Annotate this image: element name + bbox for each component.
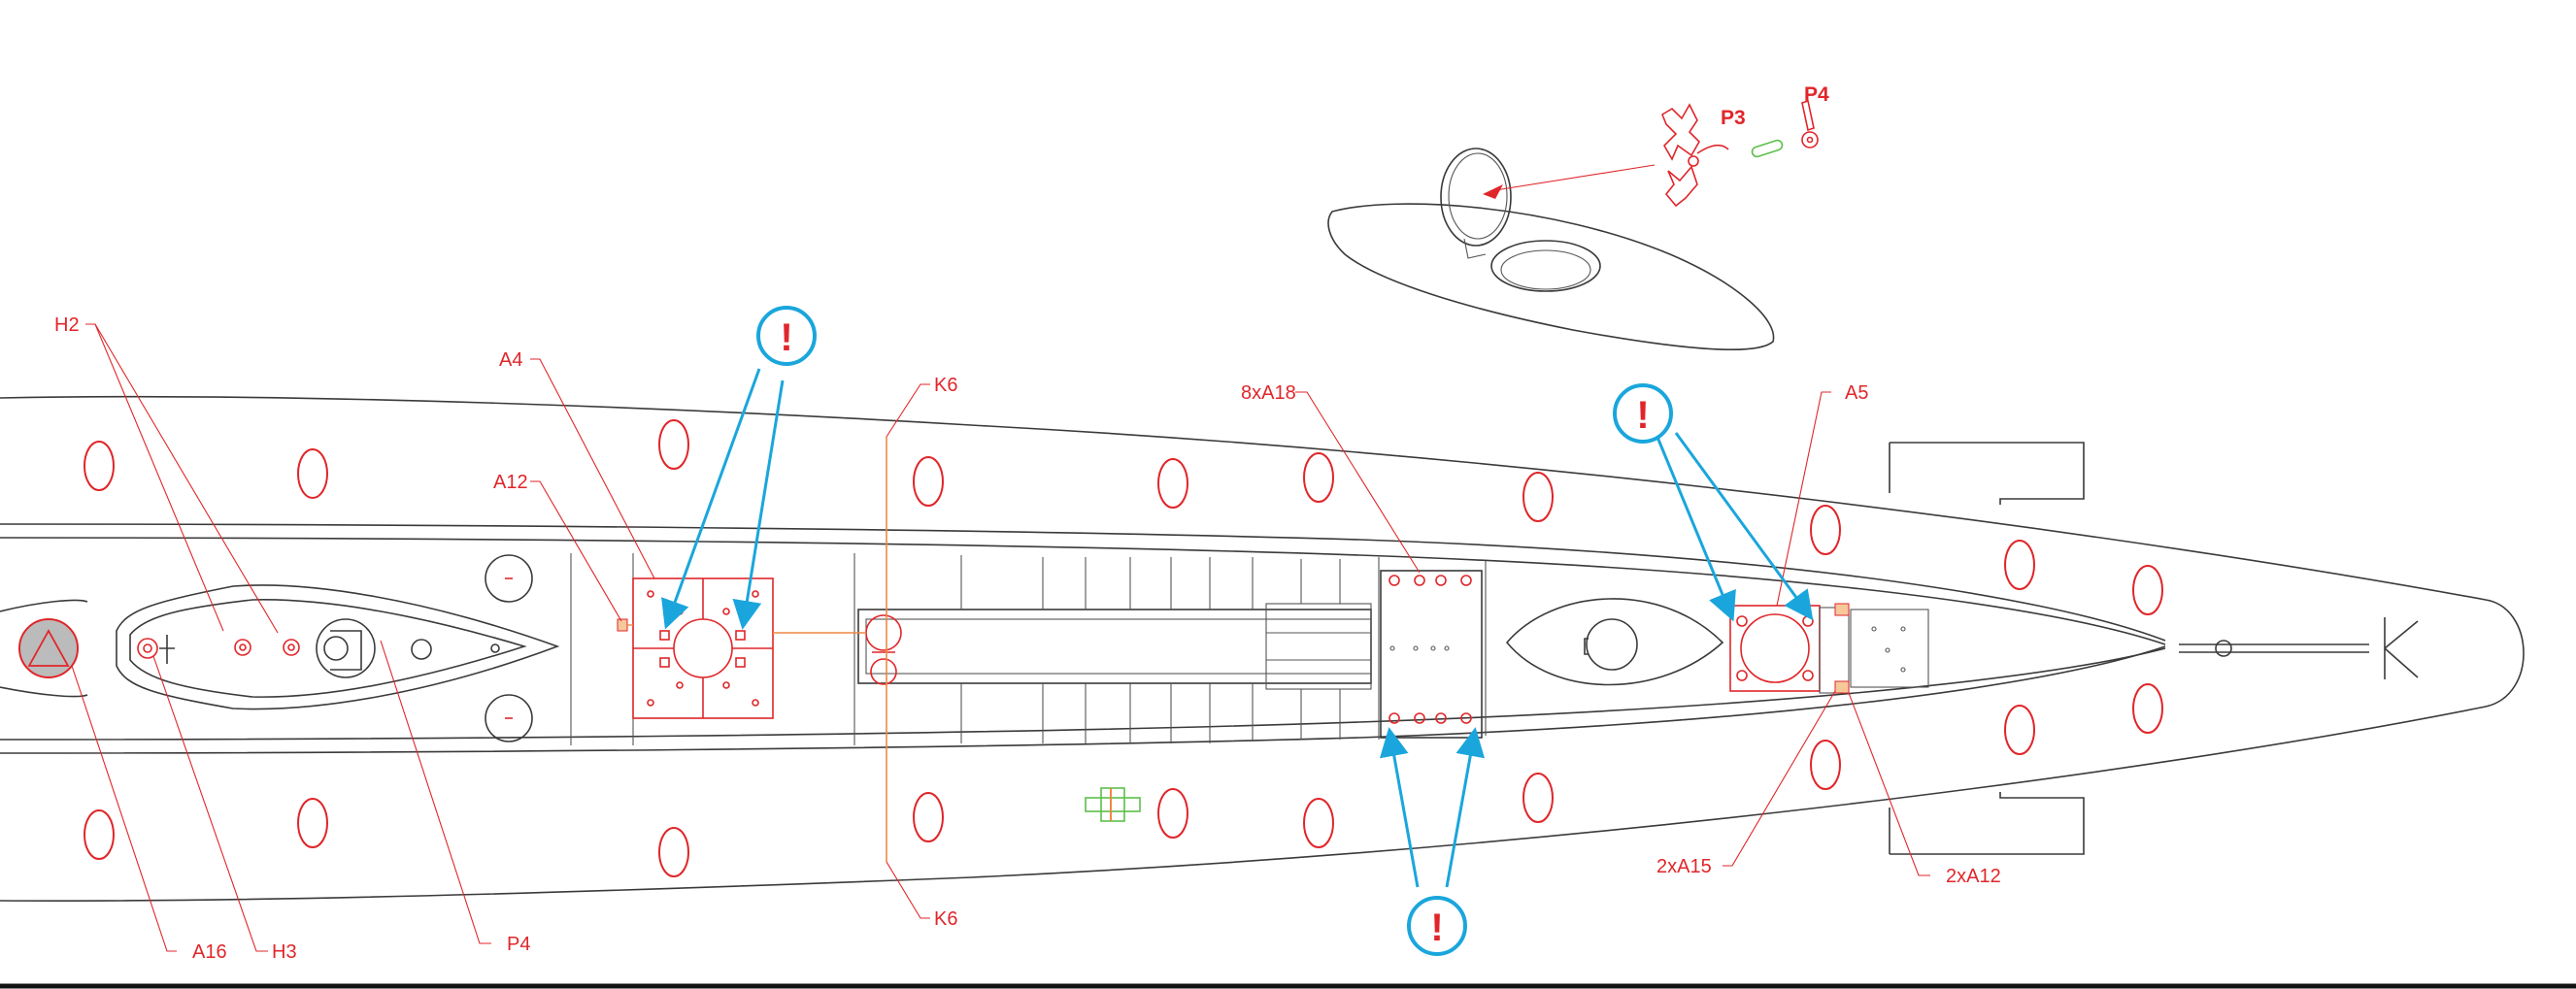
part-p4-pin [1801, 99, 1819, 148]
label-p4-bottom: P4 [507, 934, 530, 955]
hull-portholes [84, 419, 2163, 877]
label-p4-top: P4 [1804, 83, 1829, 106]
bow-sensor [0, 599, 88, 698]
warning-icon-1: ! [756, 306, 817, 366]
label-a16: A16 [192, 941, 227, 963]
forward-deck-island [116, 584, 560, 710]
label-h2: H2 [54, 314, 80, 336]
label-2xa12: 2xA12 [1946, 866, 2001, 887]
warning-arrows [661, 368, 1814, 888]
warning-icon-2: ! [1613, 383, 1673, 444]
warning-icon-3: ! [1407, 896, 1467, 956]
side-round-hatches [485, 554, 533, 742]
part-green-bracket [1085, 787, 1141, 822]
label-k6-bottom: K6 [934, 908, 957, 930]
part-a5-hatch-frame [1729, 603, 1929, 694]
central-rail [773, 555, 1372, 743]
label-k6-top: K6 [934, 375, 957, 396]
label-a5: A5 [1845, 382, 1868, 404]
hatch-lid-detail [1327, 148, 1775, 350]
part-p3-clip [1661, 103, 1729, 208]
warning-symbol: ! [1636, 394, 1649, 437]
label-a12: A12 [493, 472, 528, 493]
label-h3: H3 [272, 941, 297, 963]
part-a4-mount-plate [617, 577, 774, 719]
part-a18-plate [1380, 570, 1483, 739]
warning-symbol: ! [1430, 907, 1443, 949]
label-a4: A4 [499, 349, 522, 371]
label-p3: P3 [1721, 107, 1746, 129]
label-2xa15: 2xA15 [1656, 856, 1712, 877]
warning-symbol: ! [780, 316, 792, 359]
main-hatch-ring [1505, 598, 1724, 686]
label-8xa18: 8xA18 [1241, 382, 1296, 404]
part-green-rod [1751, 139, 1784, 158]
stern-rudder [2179, 617, 2419, 679]
hull-outline [0, 395, 2525, 902]
callout-leaders [71, 323, 1930, 952]
stern-fins [1889, 442, 2085, 855]
